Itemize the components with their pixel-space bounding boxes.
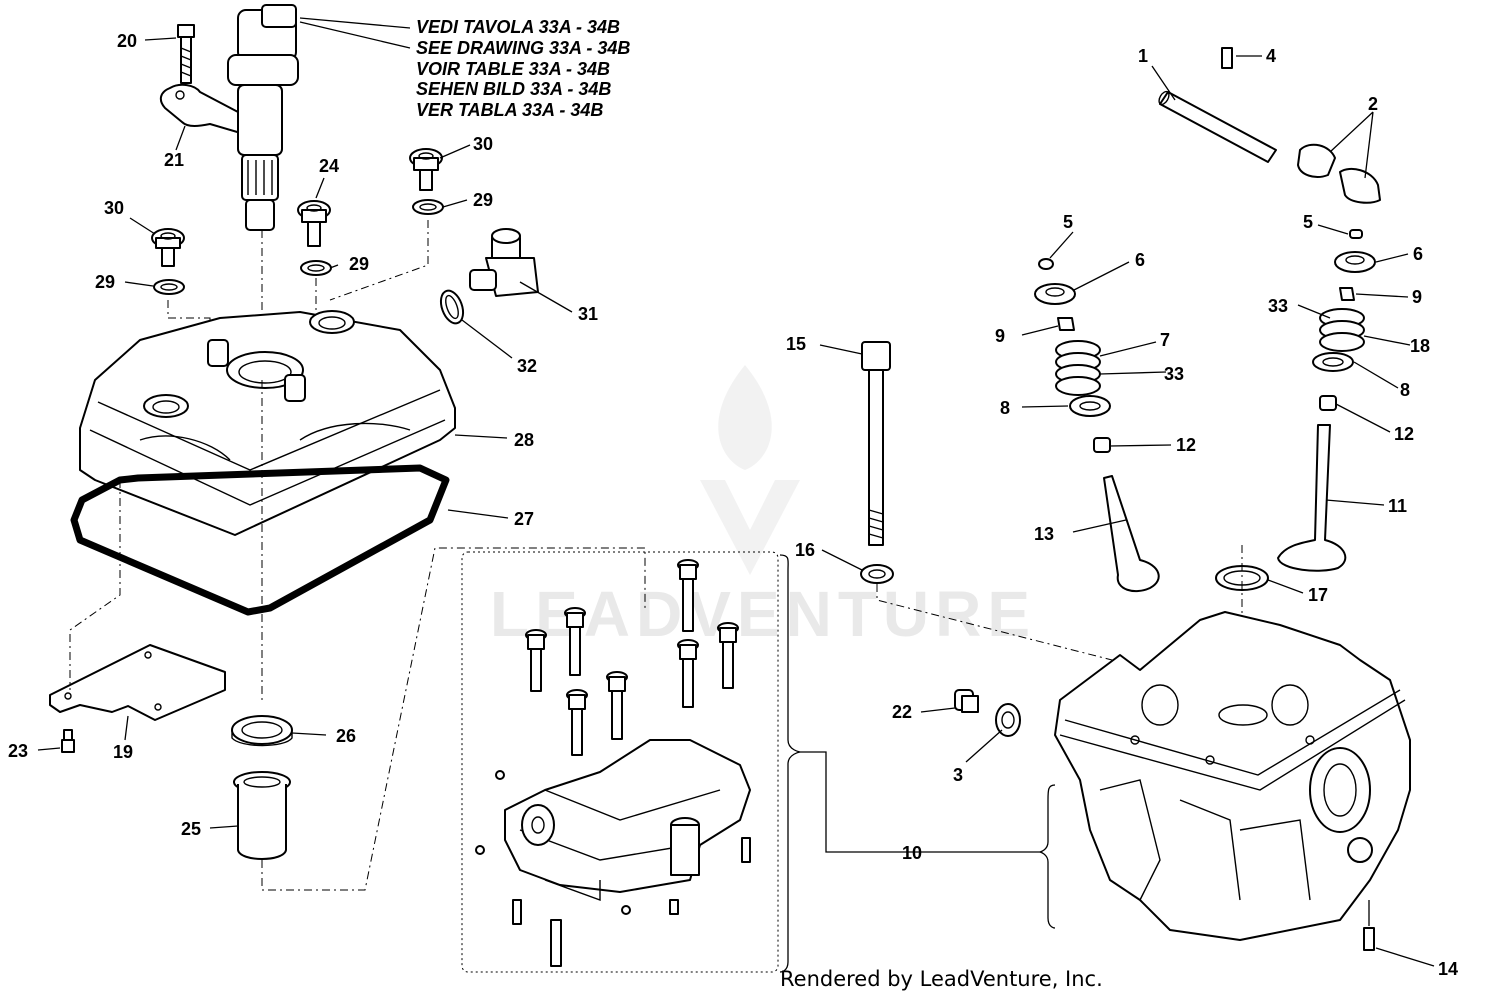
elbow-fitting-31[interactable] — [469, 228, 539, 297]
callout-21[interactable]: 21 — [164, 150, 184, 170]
callout-30-left[interactable]: 30 — [104, 198, 124, 218]
valve-right-stack[interactable] — [1277, 229, 1376, 572]
screw-23[interactable] — [61, 729, 75, 753]
callout-16[interactable]: 16 — [795, 540, 815, 560]
rocker-arms-2[interactable] — [1297, 143, 1381, 204]
valve-cover-28[interactable] — [79, 310, 456, 536]
callout-19[interactable]: 19 — [113, 742, 133, 762]
callouts: 1 2 3 4 5 5 6 6 7 8 8 9 9 10 11 12 12 13… — [8, 31, 1458, 979]
callout-13[interactable]: 13 — [1034, 524, 1054, 544]
seal-17[interactable] — [1215, 565, 1269, 591]
washer-29-left[interactable] — [153, 279, 185, 295]
washer-29-middle[interactable] — [300, 260, 332, 276]
callout-29-middle[interactable]: 29 — [349, 254, 369, 274]
valve-left-stack[interactable] — [1034, 258, 1160, 593]
callout-17[interactable]: 17 — [1308, 585, 1328, 605]
callout-3[interactable]: 3 — [953, 765, 963, 785]
plug-22[interactable] — [954, 689, 979, 713]
note-line-es: VER TABLA 33A - 34B — [416, 100, 603, 120]
reference-note: VEDI TAVOLA 33A - 34B SEE DRAWING 33A - … — [416, 17, 630, 120]
gasket-27[interactable] — [70, 464, 450, 616]
seal-26[interactable] — [231, 715, 293, 747]
plate-19[interactable] — [49, 644, 226, 721]
callout-10[interactable]: 10 — [902, 843, 922, 863]
washer-29-right[interactable] — [412, 199, 444, 215]
callout-8-right[interactable]: 8 — [1400, 380, 1410, 400]
callout-33-left[interactable]: 33 — [1164, 364, 1184, 384]
callout-8-left[interactable]: 8 — [1000, 398, 1010, 418]
callout-9-right[interactable]: 9 — [1412, 287, 1422, 307]
callout-11[interactable]: 11 — [1388, 496, 1407, 516]
callout-5-left[interactable]: 5 — [1063, 212, 1073, 232]
note-line-en: SEE DRAWING 33A - 34B — [416, 38, 630, 58]
footer-credit: Rendered by LeadVenture, Inc. — [780, 967, 1103, 991]
callout-12-left[interactable]: 12 — [1176, 435, 1196, 455]
group-10-box — [461, 551, 779, 973]
callout-5-right[interactable]: 5 — [1303, 212, 1313, 232]
callout-4[interactable]: 4 — [1266, 46, 1276, 66]
callout-28[interactable]: 28 — [514, 430, 534, 450]
cap-bolt-30-left[interactable] — [151, 228, 185, 267]
callout-25[interactable]: 25 — [181, 819, 201, 839]
callout-7[interactable]: 7 — [1160, 330, 1170, 350]
callout-32[interactable]: 32 — [517, 356, 537, 376]
leader-lines — [37, 37, 1435, 967]
callout-9-left[interactable]: 9 — [995, 326, 1005, 346]
callout-24[interactable]: 24 — [319, 156, 339, 176]
note-line-fr: VOIR TABLE 33A - 34B — [416, 59, 610, 79]
dowel-pins[interactable] — [475, 770, 751, 967]
camshaft-holder[interactable] — [504, 739, 751, 901]
washer-3[interactable] — [995, 703, 1021, 737]
spring-right[interactable] — [1319, 308, 1365, 352]
sleeve-25[interactable] — [233, 771, 291, 860]
cap-bolt-30-right[interactable] — [409, 148, 443, 191]
bolt-24[interactable] — [297, 200, 331, 247]
callout-22[interactable]: 22 — [892, 702, 912, 722]
spring-left[interactable] — [1055, 340, 1101, 396]
callout-26[interactable]: 26 — [336, 726, 356, 746]
callout-14[interactable]: 14 — [1438, 959, 1458, 979]
callout-20[interactable]: 20 — [117, 31, 137, 51]
callout-23[interactable]: 23 — [8, 741, 28, 761]
callout-1[interactable]: 1 — [1138, 46, 1148, 66]
callout-31[interactable]: 31 — [578, 304, 598, 324]
watermark-logo — [700, 365, 800, 575]
callout-2[interactable]: 2 — [1368, 94, 1378, 114]
callout-33-right[interactable]: 33 — [1268, 296, 1288, 316]
callout-30-right[interactable]: 30 — [473, 134, 493, 154]
bolt-20[interactable] — [177, 24, 195, 84]
note-line-de: SEHEN BILD 33A - 34B — [416, 79, 611, 99]
washer-16[interactable] — [860, 564, 894, 584]
dowel-14[interactable] — [1363, 927, 1375, 951]
holder-bolts[interactable] — [525, 559, 739, 756]
note-line-it: VEDI TAVOLA 33A - 34B — [416, 17, 620, 37]
callout-29-right[interactable]: 29 — [473, 190, 493, 210]
callout-6-right[interactable]: 6 — [1413, 244, 1423, 264]
cylinder-head[interactable] — [1054, 611, 1411, 941]
rocker-shaft-1[interactable] — [1157, 90, 1277, 163]
brace-group-10-head — [1039, 784, 1056, 929]
stud-4[interactable] — [1221, 47, 1233, 69]
ignition-coil[interactable] — [227, 4, 299, 231]
callout-27[interactable]: 27 — [514, 509, 534, 529]
head-bolt-15[interactable] — [861, 341, 891, 546]
callout-12-right[interactable]: 12 — [1394, 424, 1414, 444]
callout-15[interactable]: 15 — [786, 334, 806, 354]
callout-29-left[interactable]: 29 — [95, 272, 115, 292]
callout-18[interactable]: 18 — [1410, 336, 1430, 356]
callout-6-left[interactable]: 6 — [1135, 250, 1145, 270]
